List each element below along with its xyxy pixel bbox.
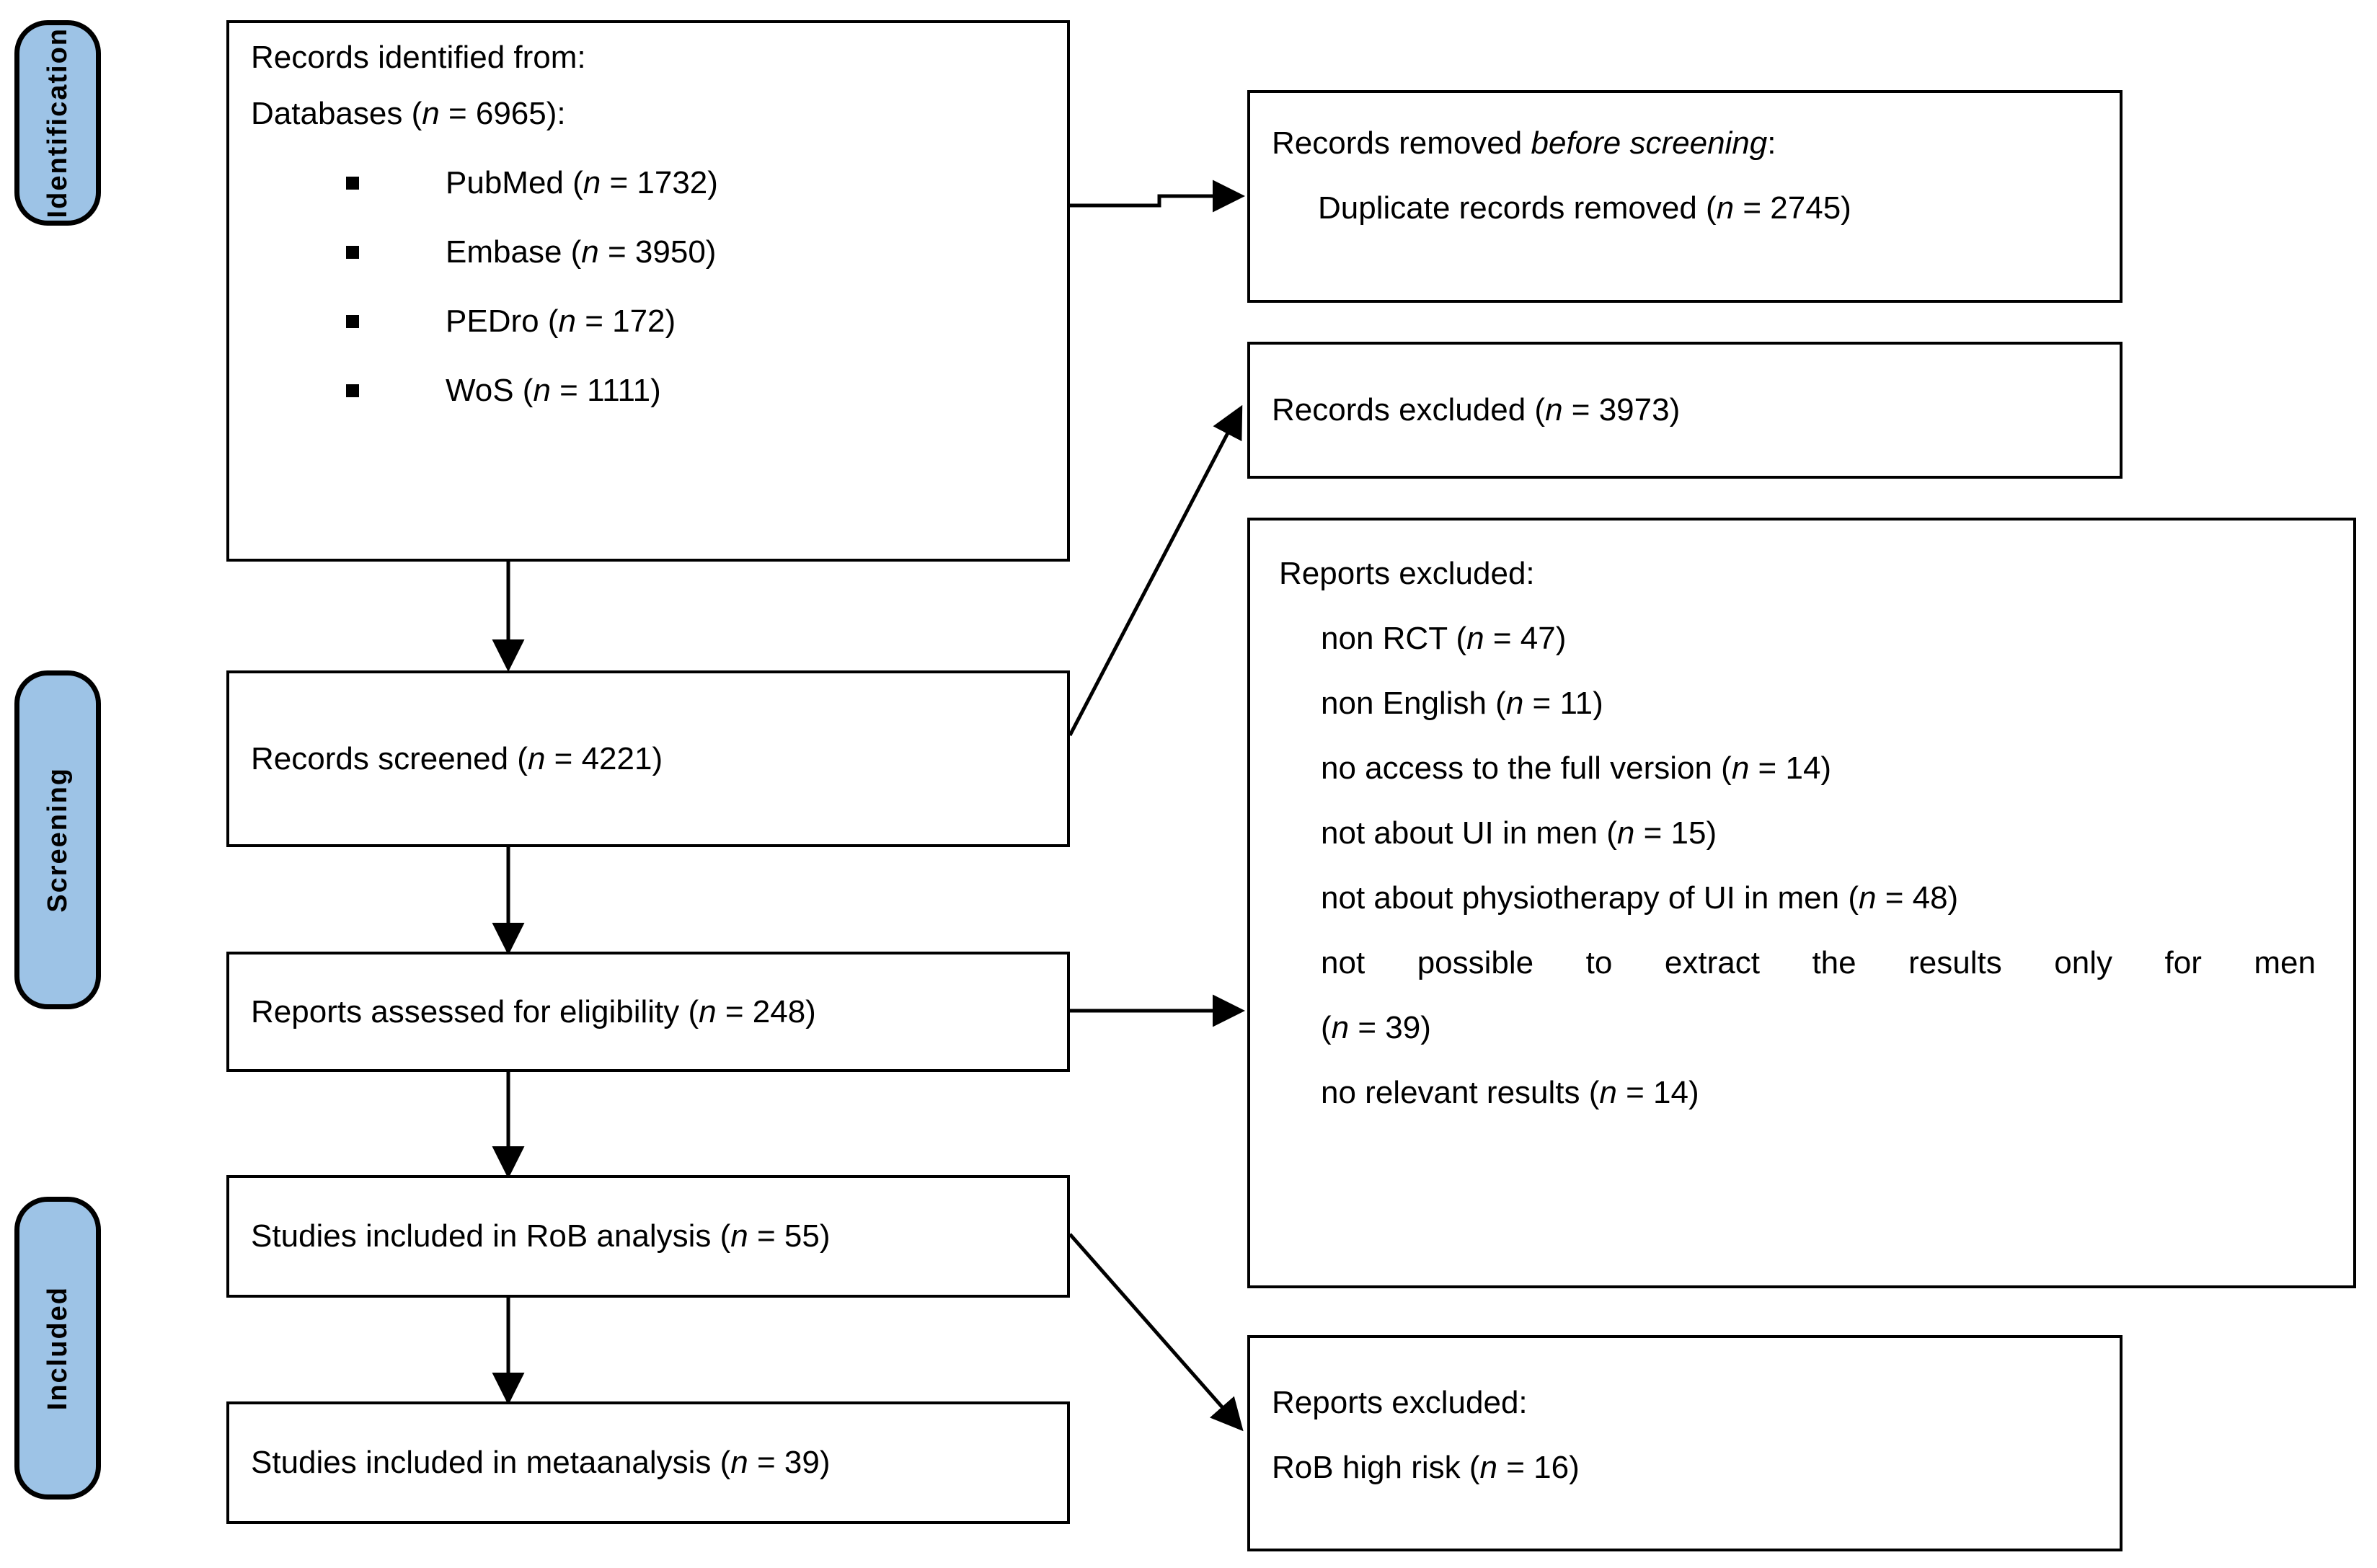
reason-no-access: no access to the full version (n = 14) (1321, 750, 1832, 786)
box-reports-excluded-rob: Reports excluded: RoB high risk (n = 16) (1247, 1335, 2123, 1551)
list-item: Embase (n = 3950) (251, 218, 1045, 287)
records-removed-title-italic: before screening (1531, 125, 1768, 161)
square-bullet-icon (346, 384, 359, 397)
database-source-list: PubMed (n = 1732) Embase (n = 3950) PEDr… (251, 149, 1045, 425)
records-removed-title-plain: Records removed (1272, 125, 1531, 161)
box-records-removed: Records removed before screening: Duplic… (1247, 90, 2123, 303)
box-studies-meta: Studies included in metaanalysis (n = 39… (226, 1401, 1070, 1524)
reports-excluded-rob-title: Reports excluded: (1272, 1385, 1528, 1420)
box-records-screened: Records screened (n = 4221) (226, 670, 1070, 847)
source-pedro: PEDro (n = 172) (446, 304, 676, 339)
connector-rob-to-reports-excluded-rob (1068, 1233, 1244, 1432)
records-identified-title: Records identified from: (251, 40, 586, 75)
stage-label-screening: Screening (42, 767, 73, 913)
connector-identified-to-removed (1070, 180, 1246, 213)
records-removed-title: Records removed before screening: (1272, 128, 2098, 159)
source-embase: Embase (n = 3950) (446, 234, 717, 270)
records-screened-text: Records screened (n = 4221) (251, 740, 663, 776)
reason-not-about-physio: not about physiotherapy of UI in men (n … (1321, 880, 1959, 916)
box-records-identified: Records identified from: Databases (n = … (226, 20, 1070, 562)
source-wos: WoS (n = 1111) (446, 373, 661, 408)
stage-pill-included: Included (14, 1197, 101, 1500)
records-removed-title-colon: : (1767, 125, 1776, 161)
stage-pill-identification: Identification (14, 20, 101, 226)
square-bullet-icon (346, 246, 359, 259)
records-excluded-text: Records excluded (n = 3973) (1272, 392, 1681, 428)
box-reports-assessed: Reports assessed for eligibility (n = 24… (226, 952, 1070, 1072)
box-reports-excluded: Reports excluded: non RCT (n = 47) non E… (1247, 518, 2356, 1288)
reason-not-about-ui: not about UI in men (n = 15) (1321, 815, 1717, 851)
box-studies-rob: Studies included in RoB analysis (n = 55… (226, 1175, 1070, 1298)
list-item: PEDro (n = 172) (251, 287, 1045, 356)
square-bullet-icon (346, 315, 359, 328)
list-item: PubMed (n = 1732) (251, 149, 1045, 218)
square-bullet-icon (346, 177, 359, 190)
list-item: WoS (n = 1111) (251, 356, 1045, 425)
records-removed-detail: Duplicate records removed (n = 2745) (1318, 190, 1851, 226)
studies-rob-text: Studies included in RoB analysis (n = 55… (251, 1218, 831, 1254)
studies-meta-text: Studies included in metaanalysis (n = 39… (251, 1445, 831, 1480)
reason-no-relevant-results: no relevant results (n = 14) (1321, 1075, 1699, 1110)
reason-non-english: non English (n = 11) (1321, 686, 1603, 721)
stage-pill-screening: Screening (14, 670, 101, 1009)
reports-excluded-title: Reports excluded: (1279, 556, 1535, 591)
reason-non-rct: non RCT (n = 47) (1321, 621, 1567, 656)
reason-not-extractable-n: (n = 39) (1321, 1010, 1431, 1045)
stage-label-identification: Identification (42, 27, 73, 218)
stage-label-included: Included (42, 1285, 73, 1411)
reason-not-extractable: not possible to extract the results only… (1321, 945, 2316, 980)
reports-excluded-rob-detail: RoB high risk (n = 16) (1272, 1450, 1580, 1485)
box-records-excluded: Records excluded (n = 3973) (1247, 342, 2123, 479)
reports-assessed-text: Reports assessed for eligibility (n = 24… (251, 993, 816, 1029)
connector-screened-to-excluded (1068, 404, 1243, 737)
source-pubmed: PubMed (n = 1732) (446, 165, 718, 200)
records-identified-subtitle: Databases (n = 6965): (251, 96, 566, 131)
